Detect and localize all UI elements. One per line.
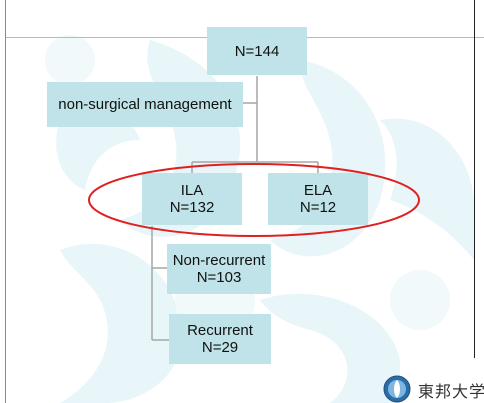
- university-emblem-icon: [383, 375, 411, 403]
- ila-label: ILA: [180, 182, 204, 199]
- non-recurrent-count: N=103: [196, 269, 242, 286]
- ila-count: N=132: [169, 199, 215, 216]
- non-recurrent-label: Non-recurrent: [172, 252, 266, 269]
- ela-node: ELA N=12: [268, 173, 368, 225]
- ela-label: ELA: [303, 182, 333, 199]
- recurrent-count: N=29: [201, 339, 239, 356]
- recurrent-label: Recurrent: [187, 322, 253, 339]
- university-logo-text: 東邦大学: [418, 382, 484, 401]
- non-surgical-label: non-surgical management: [58, 96, 232, 113]
- frame-right-line: [474, 0, 475, 358]
- highlight-ellipse: [88, 163, 420, 237]
- root-node: N=144: [207, 27, 307, 75]
- frame-left-line: [5, 0, 6, 403]
- recurrent-node: Recurrent N=29: [169, 314, 271, 364]
- ela-count: N=12: [299, 199, 337, 216]
- non-surgical-node: non-surgical management: [47, 82, 243, 127]
- non-recurrent-node: Non-recurrent N=103: [167, 244, 271, 294]
- university-logo: 東邦大学: [382, 374, 484, 403]
- ila-node: ILA N=132: [142, 173, 242, 225]
- root-node-label: N=144: [234, 42, 280, 60]
